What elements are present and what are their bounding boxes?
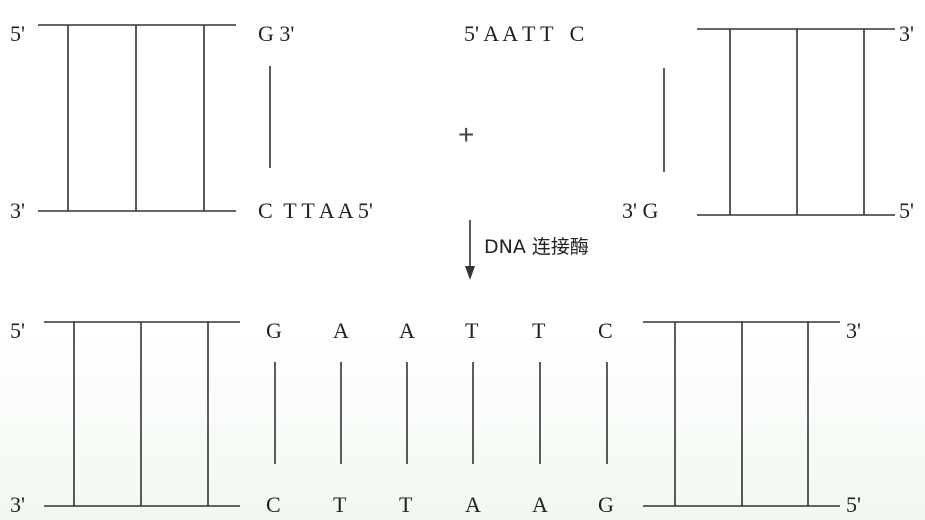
end-label-3prime: 3' xyxy=(10,492,25,517)
base-letter-bottom: T xyxy=(399,492,413,517)
base-letter-top: A xyxy=(333,318,349,343)
base-letter-bottom: A xyxy=(465,492,481,517)
end-label-3prime: 3' xyxy=(899,21,914,46)
end-label-3prime: 3' xyxy=(10,198,25,223)
base-letter-bottom: C xyxy=(266,492,281,517)
bottom-left-duplex-lines xyxy=(44,321,240,507)
sticky-end-bottom-right: 3' G xyxy=(622,198,659,223)
base-letter-top: G xyxy=(266,318,282,343)
base-letter-bottom: G xyxy=(598,492,614,517)
down-arrow-icon xyxy=(465,220,475,280)
top-right-fragment-lines xyxy=(663,28,895,216)
end-label-5prime: 5' xyxy=(846,492,861,517)
base-letter-top: T xyxy=(465,318,479,343)
sticky-end-top-left: G 3' xyxy=(258,21,295,46)
dna-ligase-label: DNA 连接酶 xyxy=(484,236,589,258)
end-label-3prime: 3' xyxy=(846,318,861,343)
base-letter-top: A xyxy=(399,318,415,343)
end-label-5prime: 5' xyxy=(899,198,914,223)
bottom-middle-pair-bonds xyxy=(274,362,608,464)
base-letter-bottom: T xyxy=(333,492,347,517)
sticky-end-top-right: 5' A A T T C xyxy=(464,21,585,46)
base-letter-top: T xyxy=(532,318,546,343)
sticky-end-bottom-left: C T T A A 5' xyxy=(258,198,373,223)
plus-sign: + xyxy=(458,119,475,150)
end-label-5prime: 5' xyxy=(10,21,25,46)
end-label-5prime: 5' xyxy=(10,318,25,343)
top-left-fragment-lines xyxy=(38,24,271,212)
bottom-right-duplex-lines xyxy=(643,321,840,507)
base-letter-bottom: A xyxy=(532,492,548,517)
base-letter-top: C xyxy=(598,318,613,343)
